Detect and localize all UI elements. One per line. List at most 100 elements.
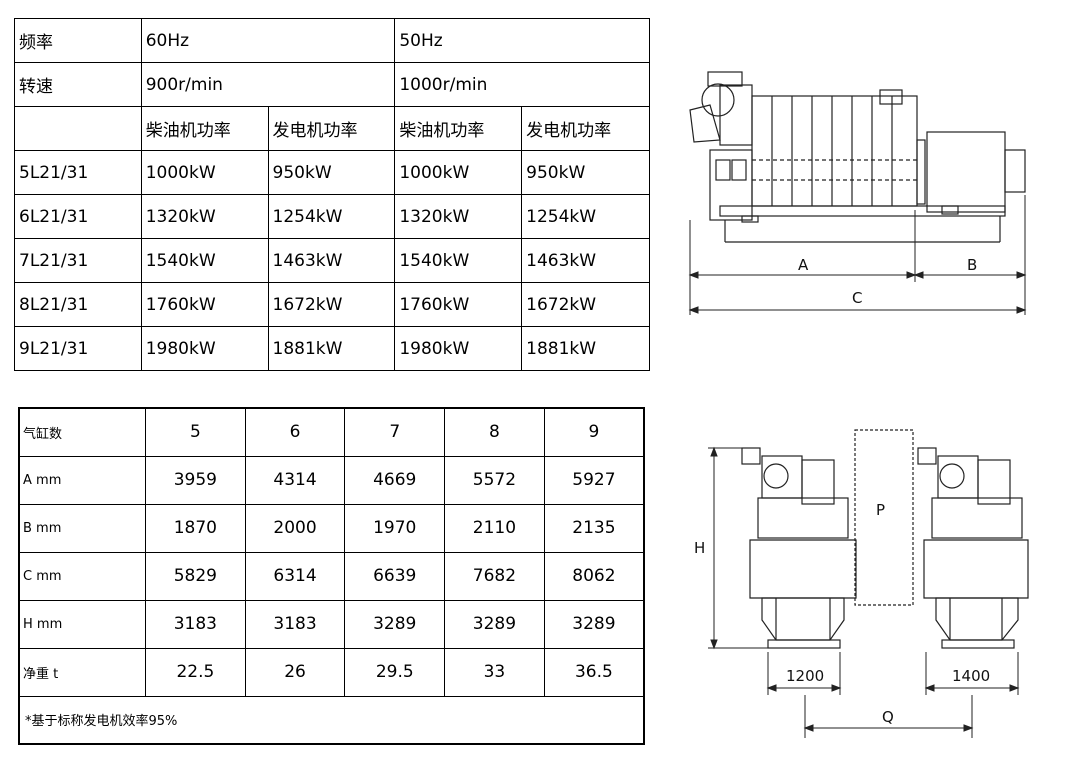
value-cell: 5829 bbox=[145, 551, 246, 601]
dim-label-1400: 1400 bbox=[952, 667, 990, 685]
value-cell: 1540kW bbox=[140, 238, 269, 283]
value-cell: 33 bbox=[444, 647, 545, 697]
cylinder-count-label: 气缸数 bbox=[18, 407, 147, 457]
value-cell: 1760kW bbox=[140, 282, 269, 327]
empty-cell bbox=[14, 106, 142, 151]
row-label: C mm bbox=[18, 551, 147, 601]
value-cell: 950kW bbox=[267, 150, 396, 195]
value-cell: 1463kW bbox=[521, 238, 650, 283]
table-row: 5L21/31 1000kW 950kW 1000kW 950kW bbox=[14, 150, 650, 195]
value-cell: 4669 bbox=[344, 455, 446, 505]
table-row: 频率 60Hz 50Hz bbox=[14, 18, 650, 63]
footnote: *基于标称发电机效率95% bbox=[18, 695, 645, 745]
frequency-50: 50Hz bbox=[394, 18, 650, 63]
value-cell: 1254kW bbox=[267, 194, 396, 239]
speed-50: 1000r/min bbox=[394, 62, 650, 107]
engine-front-left-shape bbox=[741, 447, 857, 649]
front-view-drawing: H P 1200 1400 Q bbox=[694, 429, 1029, 738]
table-row: A mm 3959 4314 4669 5572 5927 bbox=[18, 455, 645, 505]
dim-label-h: H bbox=[694, 539, 705, 557]
table-row: C mm 5829 6314 6639 7682 8062 bbox=[18, 551, 645, 601]
col-engine-power-50: 柴油机功率 bbox=[394, 106, 523, 151]
value-cell: 3289 bbox=[543, 599, 645, 649]
value-cell: 3289 bbox=[444, 599, 545, 649]
value-cell: 1881kW bbox=[521, 326, 650, 371]
value-cell: 26 bbox=[244, 647, 346, 697]
model-cell: 7L21/31 bbox=[14, 238, 142, 283]
row-label: 净重 t bbox=[18, 647, 147, 697]
dimension-lines bbox=[708, 446, 1020, 738]
value-cell: 6314 bbox=[244, 551, 346, 601]
model-cell: 6L21/31 bbox=[14, 194, 142, 239]
dimension-lines bbox=[688, 195, 1027, 315]
value-cell: 1970 bbox=[344, 503, 446, 553]
value-cell: 1980kW bbox=[140, 326, 269, 371]
value-cell: 1000kW bbox=[140, 150, 269, 195]
table-row: 气缸数 5 6 7 8 9 bbox=[18, 407, 645, 457]
value-cell: 3289 bbox=[344, 599, 446, 649]
value-cell: 29.5 bbox=[344, 647, 446, 697]
row-label: B mm bbox=[18, 503, 147, 553]
value-cell: 1672kW bbox=[267, 282, 396, 327]
cylinder-header: 9 bbox=[543, 407, 645, 457]
value-cell: 1254kW bbox=[521, 194, 650, 239]
value-cell: 1760kW bbox=[394, 282, 523, 327]
value-cell: 36.5 bbox=[543, 647, 645, 697]
table-row: 9L21/31 1980kW 1881kW 1980kW 1881kW bbox=[14, 326, 650, 371]
value-cell: 2135 bbox=[543, 503, 645, 553]
row-label: A mm bbox=[18, 455, 147, 505]
value-cell: 5572 bbox=[444, 455, 545, 505]
value-cell: 1870 bbox=[145, 503, 246, 553]
value-cell: 2110 bbox=[444, 503, 545, 553]
value-cell: 3183 bbox=[244, 599, 346, 649]
value-cell: 6639 bbox=[344, 551, 446, 601]
speed-60: 900r/min bbox=[140, 62, 396, 107]
dim-label-c: C bbox=[852, 289, 862, 307]
side-view-drawing: A B C bbox=[688, 71, 1027, 315]
value-cell: 1463kW bbox=[267, 238, 396, 283]
table-row: 6L21/31 1320kW 1254kW 1320kW 1254kW bbox=[14, 194, 650, 239]
base-frame-shape bbox=[719, 205, 1006, 243]
cylinder-header: 6 bbox=[244, 407, 346, 457]
dim-label-1200: 1200 bbox=[786, 667, 824, 685]
value-cell: 1672kW bbox=[521, 282, 650, 327]
value-cell: 950kW bbox=[521, 150, 650, 195]
cylinder-header: 7 bbox=[344, 407, 446, 457]
model-cell: 5L21/31 bbox=[14, 150, 142, 195]
dim-label-q: Q bbox=[882, 708, 894, 726]
value-cell: 3183 bbox=[145, 599, 246, 649]
speed-label: 转速 bbox=[14, 62, 142, 107]
engine-block-shape bbox=[709, 89, 918, 221]
frequency-label: 频率 bbox=[14, 18, 142, 63]
col-engine-power-60: 柴油机功率 bbox=[140, 106, 269, 151]
generator-shape bbox=[916, 131, 1026, 213]
dim-label-p: P bbox=[876, 501, 885, 519]
value-cell: 1540kW bbox=[394, 238, 523, 283]
table-row: B mm 1870 2000 1970 2110 2135 bbox=[18, 503, 645, 553]
engine-front-right-shape bbox=[917, 447, 1029, 649]
row-label: H mm bbox=[18, 599, 147, 649]
value-cell: 1320kW bbox=[140, 194, 269, 239]
value-cell: 1881kW bbox=[267, 326, 396, 371]
value-cell: 3959 bbox=[145, 455, 246, 505]
turbocharger-shape bbox=[689, 71, 753, 146]
value-cell: 7682 bbox=[444, 551, 545, 601]
value-cell: 8062 bbox=[543, 551, 645, 601]
table-row: 7L21/31 1540kW 1463kW 1540kW 1463kW bbox=[14, 238, 650, 283]
dimension-table: 气缸数 5 6 7 8 9 A mm 3959 4314 4669 5572 5… bbox=[18, 407, 645, 745]
table-row: 柴油机功率 发电机功率 柴油机功率 发电机功率 bbox=[14, 106, 650, 151]
table-row: 转速 900r/min 1000r/min bbox=[14, 62, 650, 107]
table-row: 8L21/31 1760kW 1672kW 1760kW 1672kW bbox=[14, 282, 650, 327]
model-cell: 9L21/31 bbox=[14, 326, 142, 371]
model-cell: 8L21/31 bbox=[14, 282, 142, 327]
power-table: 频率 60Hz 50Hz 转速 900r/min 1000r/min 柴油机功率… bbox=[14, 18, 650, 371]
partition-shape bbox=[854, 429, 914, 606]
table-row: H mm 3183 3183 3289 3289 3289 bbox=[18, 599, 645, 649]
cylinder-header: 8 bbox=[444, 407, 545, 457]
value-cell: 1980kW bbox=[394, 326, 523, 371]
table-row: 净重 t 22.5 26 29.5 33 36.5 bbox=[18, 647, 645, 697]
value-cell: 1000kW bbox=[394, 150, 523, 195]
dim-label-b: B bbox=[967, 256, 977, 274]
dim-label-a: A bbox=[798, 256, 809, 274]
table-row: *基于标称发电机效率95% bbox=[18, 695, 645, 745]
